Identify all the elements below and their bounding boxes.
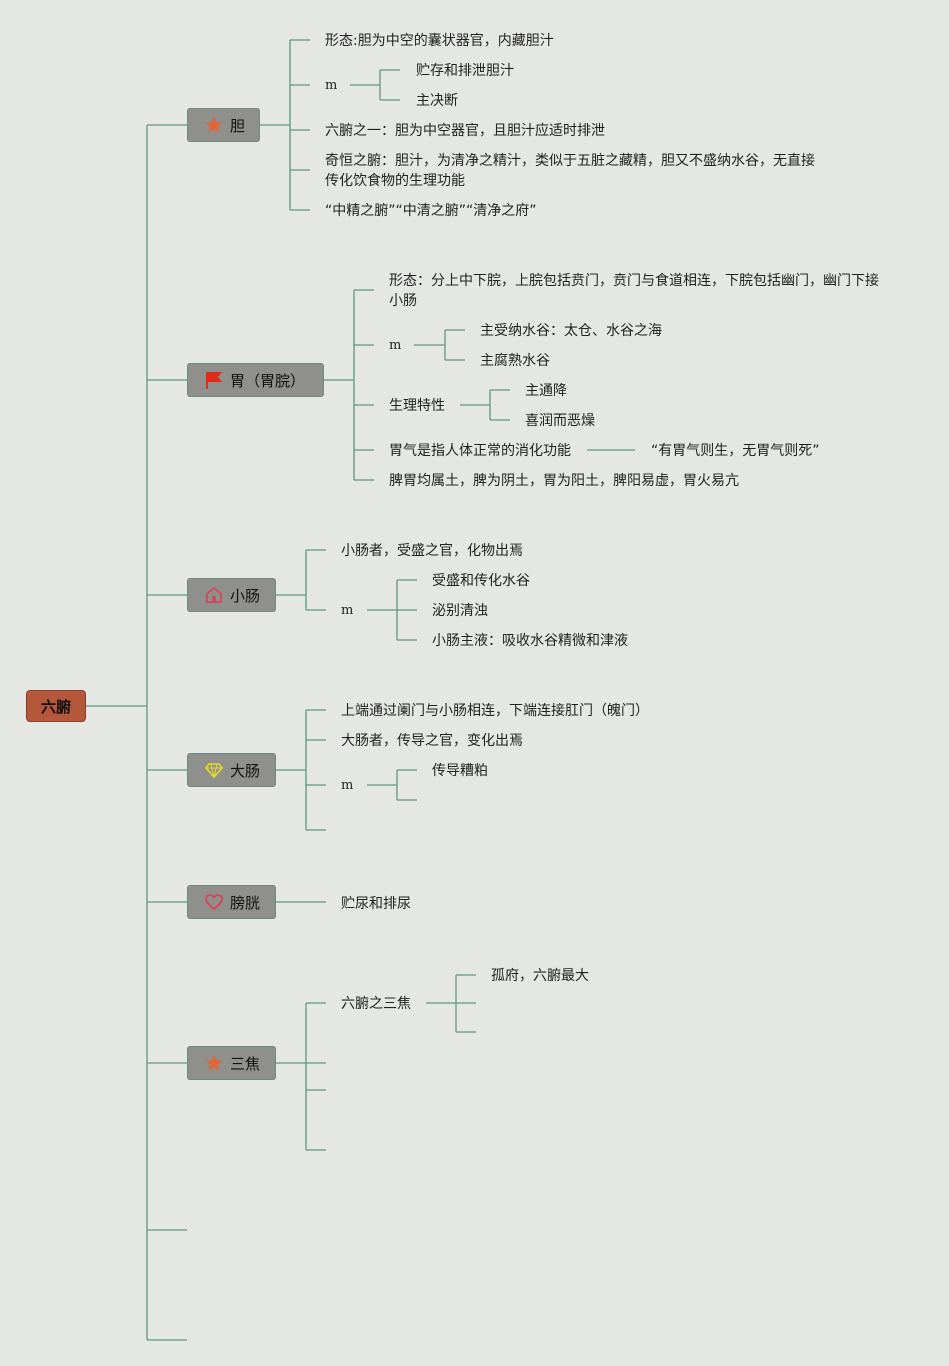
- xiaochang-function-fluid: 小肠主液：吸收水谷精微和津液: [432, 633, 628, 649]
- wei-function-receive: 主受纳水谷：太仓、水谷之海: [480, 323, 662, 339]
- dan-extraordinary: 奇恒之腑：胆汁，为清净之精汁，类似于五脏之藏精，胆又不盛纳水谷，无直接传化饮食物…: [325, 153, 815, 189]
- star-icon: [204, 1053, 224, 1073]
- pangguang-function: 贮尿和排尿: [341, 896, 411, 912]
- sanjiao-lone-fu: 孤府，六腑最大: [491, 968, 589, 984]
- dachang-function-transport: 传导糟粕: [432, 763, 488, 779]
- xiaochang-function-separate: 泌别清浊: [432, 603, 488, 619]
- wei-morphology: 形态：分上中下脘，上脘包括贲门，贲门与食道相连，下脘包括幽门，幽门下接小肠: [389, 273, 879, 309]
- diamond-icon: [204, 760, 224, 780]
- node-label: 小肠: [230, 586, 261, 605]
- xiaochang-function-receive: 受盛和传化水谷: [432, 573, 530, 589]
- node-label: 三焦: [230, 1054, 261, 1073]
- dan-alias: “中精之腑”“中清之腑”“清净之府”: [325, 203, 537, 219]
- node-xiaochang[interactable]: 小肠: [187, 578, 276, 612]
- star-icon: [204, 115, 224, 135]
- xiaochang-official: 小肠者，受盛之官，化物出焉: [341, 543, 523, 559]
- dan-function-decision: 主决断: [416, 93, 458, 109]
- root-node[interactable]: 六腑: [26, 690, 86, 722]
- flag-icon: [204, 370, 224, 390]
- dachang-official: 大肠者，传导之官，变化出焉: [341, 733, 523, 749]
- dan-function-group: m: [325, 78, 338, 93]
- wei-function-digest: 主腐熟水谷: [480, 353, 550, 369]
- node-label: 胃（胃脘）: [230, 371, 306, 390]
- dan-function-store: 贮存和排泄胆汁: [416, 63, 514, 79]
- sanjiao-section: 六腑之三焦: [341, 996, 411, 1012]
- wei-qi-quote: “有胃气则生，无胃气则死”: [651, 443, 820, 459]
- wei-trait-descend: 主通降: [525, 383, 567, 399]
- dan-morphology: 形态:胆为中空的囊状器官，内藏胆汁: [325, 33, 554, 49]
- node-label: 胆: [230, 116, 246, 135]
- node-label: 大肠: [230, 761, 261, 780]
- node-dan[interactable]: 胆: [187, 108, 260, 142]
- dachang-anatomy: 上端通过阑门与小肠相连，下端连接肛门（魄门）: [341, 703, 649, 719]
- node-sanjiao[interactable]: 三焦: [187, 1046, 276, 1080]
- wei-trait-moist: 喜润而恶燥: [525, 413, 595, 429]
- node-pangguang[interactable]: 膀胱: [187, 885, 276, 919]
- node-wei[interactable]: 胃（胃脘）: [187, 363, 324, 397]
- wei-traits: 生理特性: [389, 398, 445, 414]
- node-dachang[interactable]: 大肠: [187, 753, 276, 787]
- home-icon: [204, 585, 224, 605]
- wei-function-group: m: [389, 338, 402, 353]
- dan-six-fu: 六腑之一：胆为中空器官，且胆汁应适时排泄: [325, 123, 605, 139]
- wei-spleen-relation: 脾胃均属土，脾为阴土，胃为阳土，脾阳易虚，胃火易亢: [389, 473, 739, 489]
- heart-icon: [204, 892, 224, 912]
- xiaochang-function-group: m: [341, 603, 354, 618]
- node-label: 膀胱: [230, 893, 261, 912]
- wei-qi: 胃气是指人体正常的消化功能: [389, 443, 571, 459]
- dachang-function-group: m: [341, 778, 354, 793]
